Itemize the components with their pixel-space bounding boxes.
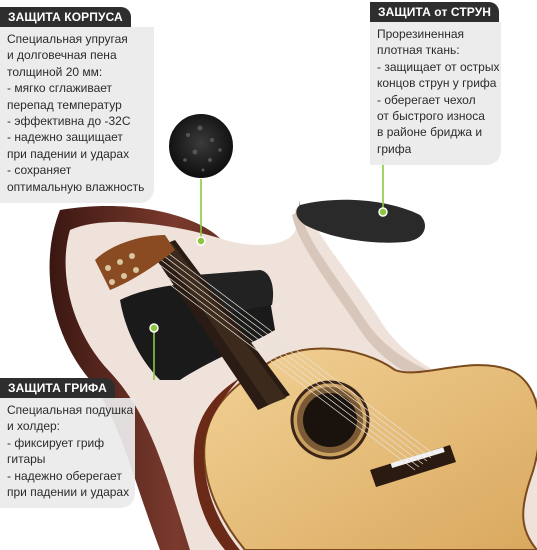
callout-strings-protection: ЗАЩИТА от СТРУН Прорезиненная плотная тка…	[370, 2, 501, 166]
callout-strings-text: Прорезиненная плотная ткань:- защищает от…	[370, 22, 501, 166]
callout-neck-text: Специальная подушка и холдер:- фиксирует…	[0, 398, 135, 509]
callout-body-line: перепад температур	[7, 97, 122, 112]
callout-body-line: - мягко сглаживает	[7, 81, 113, 96]
callout-neck-line: гитары	[7, 452, 46, 467]
callout-neck-line: при падении и ударах	[7, 485, 130, 500]
callout-strings-line: грифа	[377, 141, 412, 156]
foam-sample	[167, 112, 235, 180]
callout-neck-line: Специальная подушка	[7, 403, 134, 417]
callout-body-line: - сохраняет	[7, 163, 72, 178]
callout-neck-line: - фиксирует гриф	[7, 435, 105, 450]
callout-strings-line: концов струн у грифа	[377, 76, 497, 91]
callout-neck-line: и холдер:	[7, 419, 60, 434]
callout-body-line: при падении и ударах	[7, 146, 130, 161]
callout-strings-line: - оберегает чехол	[377, 92, 476, 107]
callout-strings-line: плотная ткань:	[377, 43, 460, 58]
callout-neck-protection: ЗАЩИТА ГРИФА Специальная подушка и холде…	[0, 378, 135, 509]
callout-body-protection: ЗАЩИТА КОРПУСА Специальная упругая и долг…	[0, 7, 154, 204]
callout-strings-line: в районе бриджа и	[377, 125, 483, 140]
callout-body-line: оптимальную влажность	[7, 179, 145, 194]
bridge	[370, 445, 456, 487]
callout-neck-line: - надежно оберегает	[7, 468, 122, 483]
callout-body-line: - эффективна до -32С	[7, 114, 131, 129]
callout-body-line: Специальная упругая	[7, 32, 128, 46]
strings-guard-patch	[296, 199, 425, 243]
headstock	[95, 235, 175, 290]
callout-strings-title: ЗАЩИТА от СТРУН	[370, 2, 500, 22]
callout-neck-title: ЗАЩИТА ГРИФА	[0, 378, 115, 398]
callout-body-line: и долговечная пена	[7, 48, 117, 63]
callout-strings-line: - защищает от острых	[377, 59, 500, 74]
callout-body-title: ЗАЩИТА КОРПУСА	[0, 7, 131, 27]
callout-body-line: - надежно защищает	[7, 130, 123, 145]
callout-strings-line: от быстрого износа	[377, 109, 485, 124]
callout-strings-line: Прорезиненная	[377, 27, 464, 41]
callout-body-line: толщиной 20 мм:	[7, 64, 103, 79]
